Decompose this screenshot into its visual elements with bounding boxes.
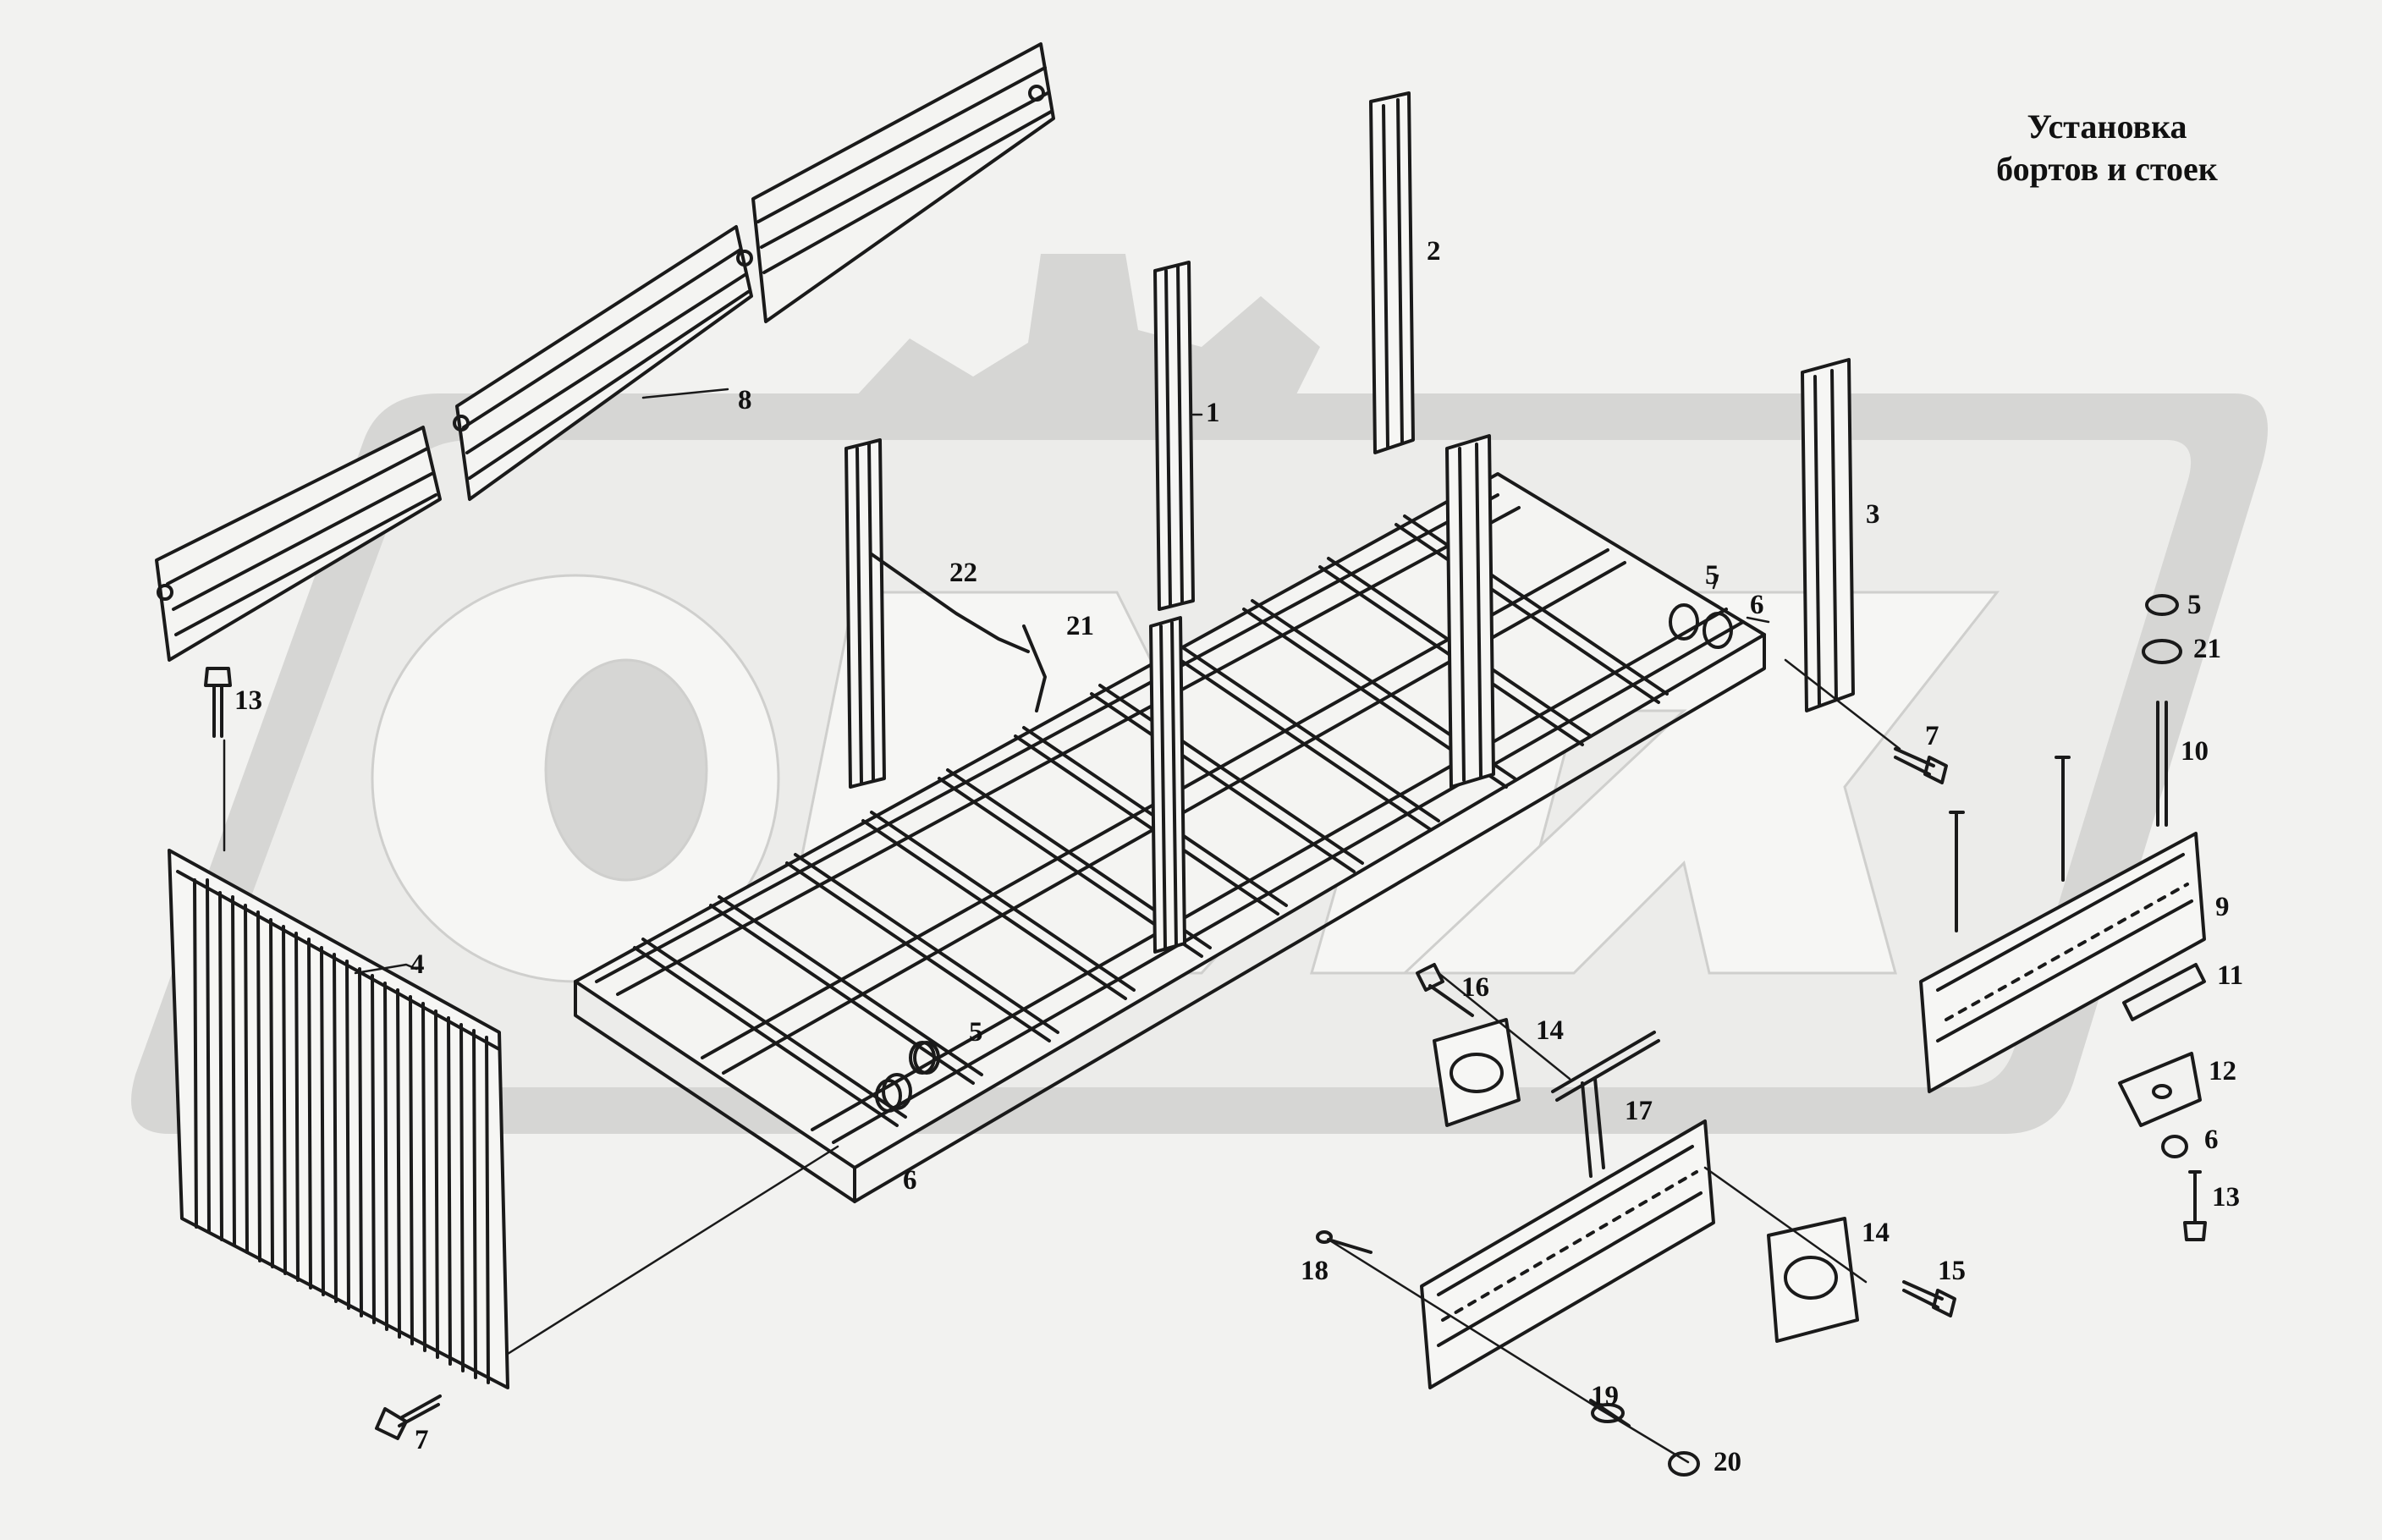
plate-14-lower: [1767, 1217, 1859, 1343]
front-board-4: [168, 849, 509, 1389]
callout-16: 16: [1461, 972, 1489, 1003]
callout-7a: 7: [415, 1425, 429, 1455]
callout-2: 2: [1427, 236, 1441, 267]
callout-5b: 5: [969, 1017, 983, 1048]
callout-11: 11: [2217, 960, 2243, 991]
washer-6-right: [2161, 1135, 2188, 1158]
callout-labels: 1 2 3 4 5 5 5 6 6 6 7 7 8 9 10 11 12 13 …: [234, 236, 2243, 1477]
callout-4: 4: [410, 949, 425, 980]
callout-8: 8: [738, 385, 752, 415]
stake-center: [1149, 616, 1186, 954]
bolt-7-right: [1894, 747, 1948, 784]
callout-14b: 14: [1862, 1218, 1890, 1248]
drawing-lines: [155, 42, 2207, 1477]
callout-9: 9: [2215, 892, 2230, 922]
callout-5a: 5: [1705, 560, 1719, 591]
washer-5-right: [2142, 594, 2182, 664]
callout-18: 18: [1301, 1256, 1329, 1286]
callout-13a: 13: [234, 685, 262, 716]
stake-1: [1153, 261, 1195, 611]
bracket-12: [2118, 1052, 2202, 1127]
bolt-13-left: [204, 667, 232, 738]
callout-21b: 21: [2193, 634, 2221, 664]
callout-13b: 13: [2212, 1182, 2240, 1213]
callout-7b: 7: [1925, 721, 1939, 751]
title-line-1: Установка: [2027, 107, 2187, 146]
callout-10: 10: [2181, 736, 2209, 767]
pin-19: [1589, 1399, 1631, 1427]
callout-5c: 5: [2187, 590, 2202, 620]
title-line-2: бортов и стоек: [1996, 150, 2218, 188]
lever-17: [1551, 1031, 1660, 1178]
stake-3: [1801, 358, 1855, 712]
callout-6a: 6: [1750, 590, 1764, 620]
washer-20: [1668, 1451, 1700, 1477]
callout-17: 17: [1625, 1096, 1653, 1126]
callout-6c: 6: [2204, 1125, 2219, 1155]
stud-10: [2156, 701, 2168, 827]
bracket-11: [2122, 963, 2206, 1021]
bolt-13-right: [2183, 1170, 2207, 1241]
callout-15: 15: [1938, 1256, 1966, 1286]
callout-12: 12: [2209, 1056, 2236, 1086]
rear-board-center: [1420, 1119, 1715, 1389]
rear-board-9: [1919, 832, 2206, 1093]
diagram-title: Установка бортов и стоек: [1904, 106, 2310, 190]
stake-left: [844, 438, 886, 789]
bolt-16: [1416, 963, 1474, 1017]
callout-3: 3: [1866, 499, 1880, 530]
side-board-8: [155, 42, 1055, 662]
callout-21a: 21: [1066, 611, 1094, 641]
stake-right: [1445, 434, 1495, 789]
callout-14a: 14: [1536, 1015, 1564, 1046]
callout-19: 19: [1591, 1381, 1619, 1411]
bolt-7-left: [375, 1394, 442, 1440]
callout-1: 1: [1206, 398, 1220, 428]
callout-22: 22: [949, 558, 977, 588]
chain-22: [870, 553, 1047, 712]
callout-6b: 6: [903, 1165, 917, 1196]
bolt-15: [1902, 1280, 1956, 1317]
pin-18: [1316, 1230, 1373, 1254]
callout-20: 20: [1714, 1447, 1741, 1477]
washers-5-6-center: [882, 1041, 940, 1110]
plate-14-upper: [1433, 1018, 1521, 1127]
bolts-9: [1949, 756, 2071, 932]
leader-lines: [223, 388, 1901, 1464]
stake-2: [1369, 91, 1415, 454]
